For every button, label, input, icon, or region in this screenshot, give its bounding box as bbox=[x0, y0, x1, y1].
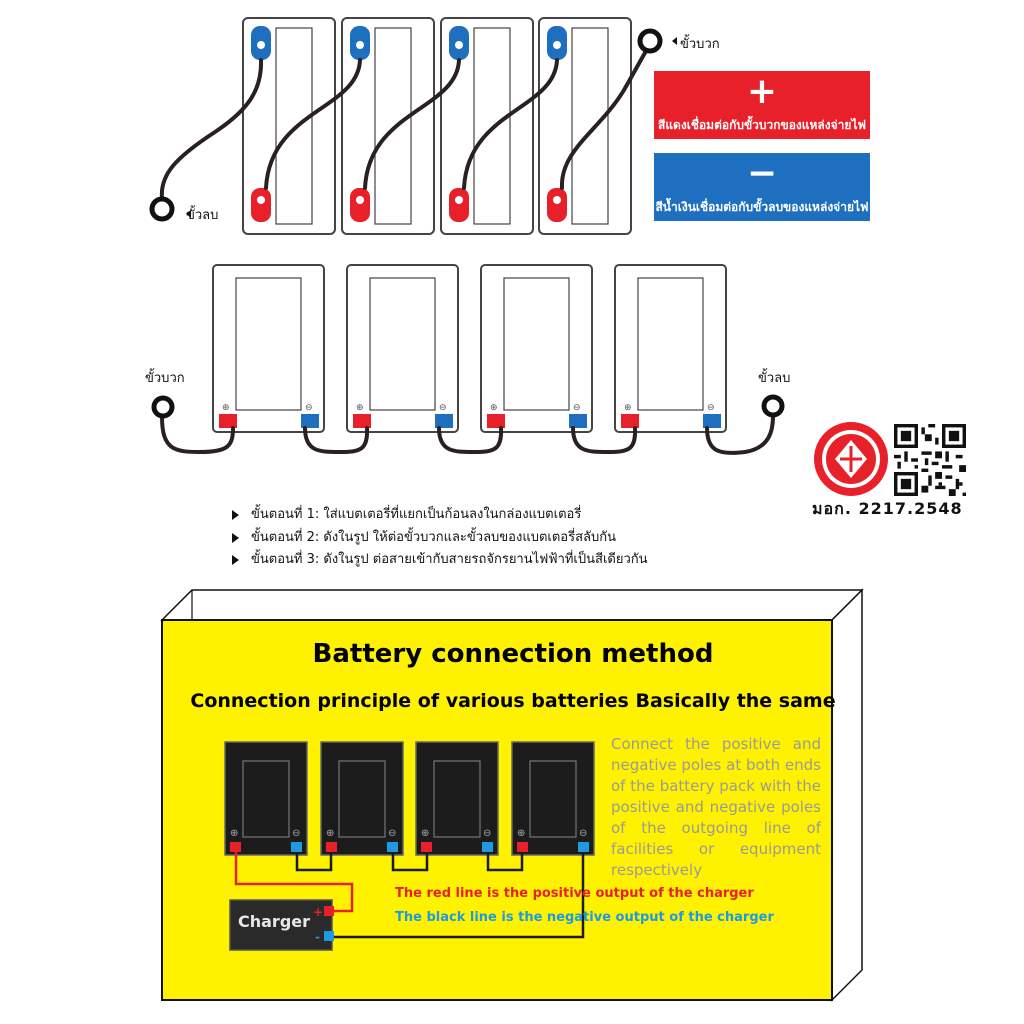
red-output-line bbox=[234, 852, 354, 913]
legend-negative-box bbox=[654, 153, 870, 221]
middle-positive-ring-terminal bbox=[151, 395, 175, 419]
panel-terminal-symbols: ⊕ ⊖ ⊕ ⊖ ⊕ ⊖ ⊕ ⊖ bbox=[230, 828, 587, 839]
top-positive-ring-terminal bbox=[637, 28, 663, 54]
charger: + - bbox=[229, 899, 334, 951]
svg-text:⊕: ⊕ bbox=[490, 403, 498, 413]
top-pos-terminal-3 bbox=[449, 188, 469, 222]
middle-cables bbox=[160, 414, 775, 455]
svg-text:⊕: ⊕ bbox=[517, 828, 525, 839]
tisi-logo-icon bbox=[814, 422, 888, 496]
panel-description: Connect the positive and negative poles … bbox=[611, 735, 821, 879]
top-cables bbox=[159, 46, 650, 200]
top-negative-ring-terminal bbox=[149, 196, 175, 222]
top-battery-3 bbox=[440, 17, 534, 235]
svg-text:⊖: ⊖ bbox=[388, 828, 396, 839]
legend-negative-text: สีน้ำเงินเชื่อมต่อกับขั้วลบของแหล่งจ่ายไ… bbox=[655, 200, 869, 214]
black-output-line bbox=[330, 852, 585, 939]
svg-text:⊖: ⊖ bbox=[483, 828, 491, 839]
panel-battery-3 bbox=[415, 741, 499, 856]
svg-text:⊕: ⊕ bbox=[356, 403, 364, 413]
middle-battery-1 bbox=[212, 264, 325, 433]
svg-text:⊕: ⊕ bbox=[230, 828, 238, 839]
red-line-caption: The red line is the positive output of t… bbox=[395, 886, 754, 901]
plus-icon: + bbox=[746, 71, 778, 112]
middle-negative-label: ขั้วลบ bbox=[758, 368, 790, 386]
top-terminals bbox=[251, 26, 567, 222]
top-battery-4 bbox=[538, 17, 632, 235]
top-battery-1 bbox=[242, 17, 336, 235]
svg-text:⊖: ⊖ bbox=[573, 403, 581, 413]
svg-text:+: + bbox=[313, 905, 323, 919]
middle-battery-4 bbox=[614, 264, 727, 433]
panel-terminals bbox=[230, 842, 589, 852]
top-pos-terminal-2 bbox=[350, 188, 370, 222]
svg-text:⊖: ⊖ bbox=[439, 403, 447, 413]
middle-battery-2 bbox=[346, 264, 459, 433]
top-negative-label: ขั้วลบ bbox=[186, 205, 218, 223]
top-pos-terminal-1 bbox=[251, 188, 271, 222]
step-2: ขั้นตอนที่ 2: ดังในรูป ให้ต่อขั้วบวกและข… bbox=[232, 526, 616, 547]
panel-battery-2 bbox=[320, 741, 404, 856]
svg-text:⊕: ⊕ bbox=[624, 403, 632, 413]
charger-label: Charger bbox=[238, 912, 311, 931]
panel-battery-row bbox=[224, 741, 595, 856]
legend-positive-text: สีแดงเชื่อมต่อกับขั้วบวกของแหล่งจ่ายไฟ bbox=[658, 118, 866, 132]
svg-text:⊕: ⊕ bbox=[421, 828, 429, 839]
panel-link-cables bbox=[295, 852, 524, 872]
middle-negative-ring-terminal bbox=[761, 394, 785, 418]
step-1: ขั้นตอนที่ 1: ใส่แบตเตอรี่ที่แยกเป็นก้อน… bbox=[232, 503, 581, 524]
qr-code-icon bbox=[894, 424, 966, 496]
minus-icon: − bbox=[746, 153, 778, 194]
svg-text:⊕: ⊕ bbox=[222, 403, 230, 413]
top-positive-label: ขั้วบวก bbox=[680, 34, 720, 52]
top-battery-row bbox=[242, 17, 632, 235]
svg-text:⊖: ⊖ bbox=[707, 403, 715, 413]
middle-terminals bbox=[219, 414, 721, 428]
panel-title: Battery connection method bbox=[312, 639, 714, 669]
tisi-certification-text: มอก. 2217.2548 bbox=[812, 499, 963, 518]
svg-text:⊖: ⊖ bbox=[305, 403, 313, 413]
middle-positive-label: ขั้วบวก bbox=[145, 368, 185, 386]
top-pos-terminal-4 bbox=[547, 188, 567, 222]
middle-battery-3 bbox=[480, 264, 593, 433]
legend-negative: − สีน้ำเงินเชื่อมต่อกับขั้วลบของแหล่งจ่า… bbox=[654, 154, 870, 217]
panel-battery-1 bbox=[224, 741, 308, 856]
arrow-right-icon bbox=[232, 554, 239, 565]
svg-text:⊖: ⊖ bbox=[579, 828, 587, 839]
svg-text:⊕: ⊕ bbox=[326, 828, 334, 839]
legend-positive: + สีแดงเชื่อมต่อกับขั้วบวกของแหล่งจ่ายไฟ bbox=[654, 72, 870, 135]
panel-battery-4 bbox=[511, 741, 595, 856]
middle-terminal-symbols: ⊕ ⊖ ⊕ ⊖ ⊕ ⊖ ⊕ ⊖ bbox=[222, 403, 715, 413]
svg-text:-: - bbox=[315, 930, 320, 944]
black-line-caption: The black line is the negative output of… bbox=[395, 910, 774, 925]
arrow-right-icon bbox=[232, 509, 239, 520]
arrow-right-icon bbox=[232, 532, 239, 543]
step-3: ขั้นตอนที่ 3: ดังในรูป ต่อสายเข้ากับสายร… bbox=[232, 548, 648, 569]
legend-positive-box bbox=[654, 71, 870, 139]
middle-battery-row bbox=[212, 264, 727, 433]
top-battery-2 bbox=[341, 17, 435, 235]
panel-subtitle: Connection principle of various batterie… bbox=[190, 690, 836, 712]
svg-text:⊖: ⊖ bbox=[292, 828, 300, 839]
